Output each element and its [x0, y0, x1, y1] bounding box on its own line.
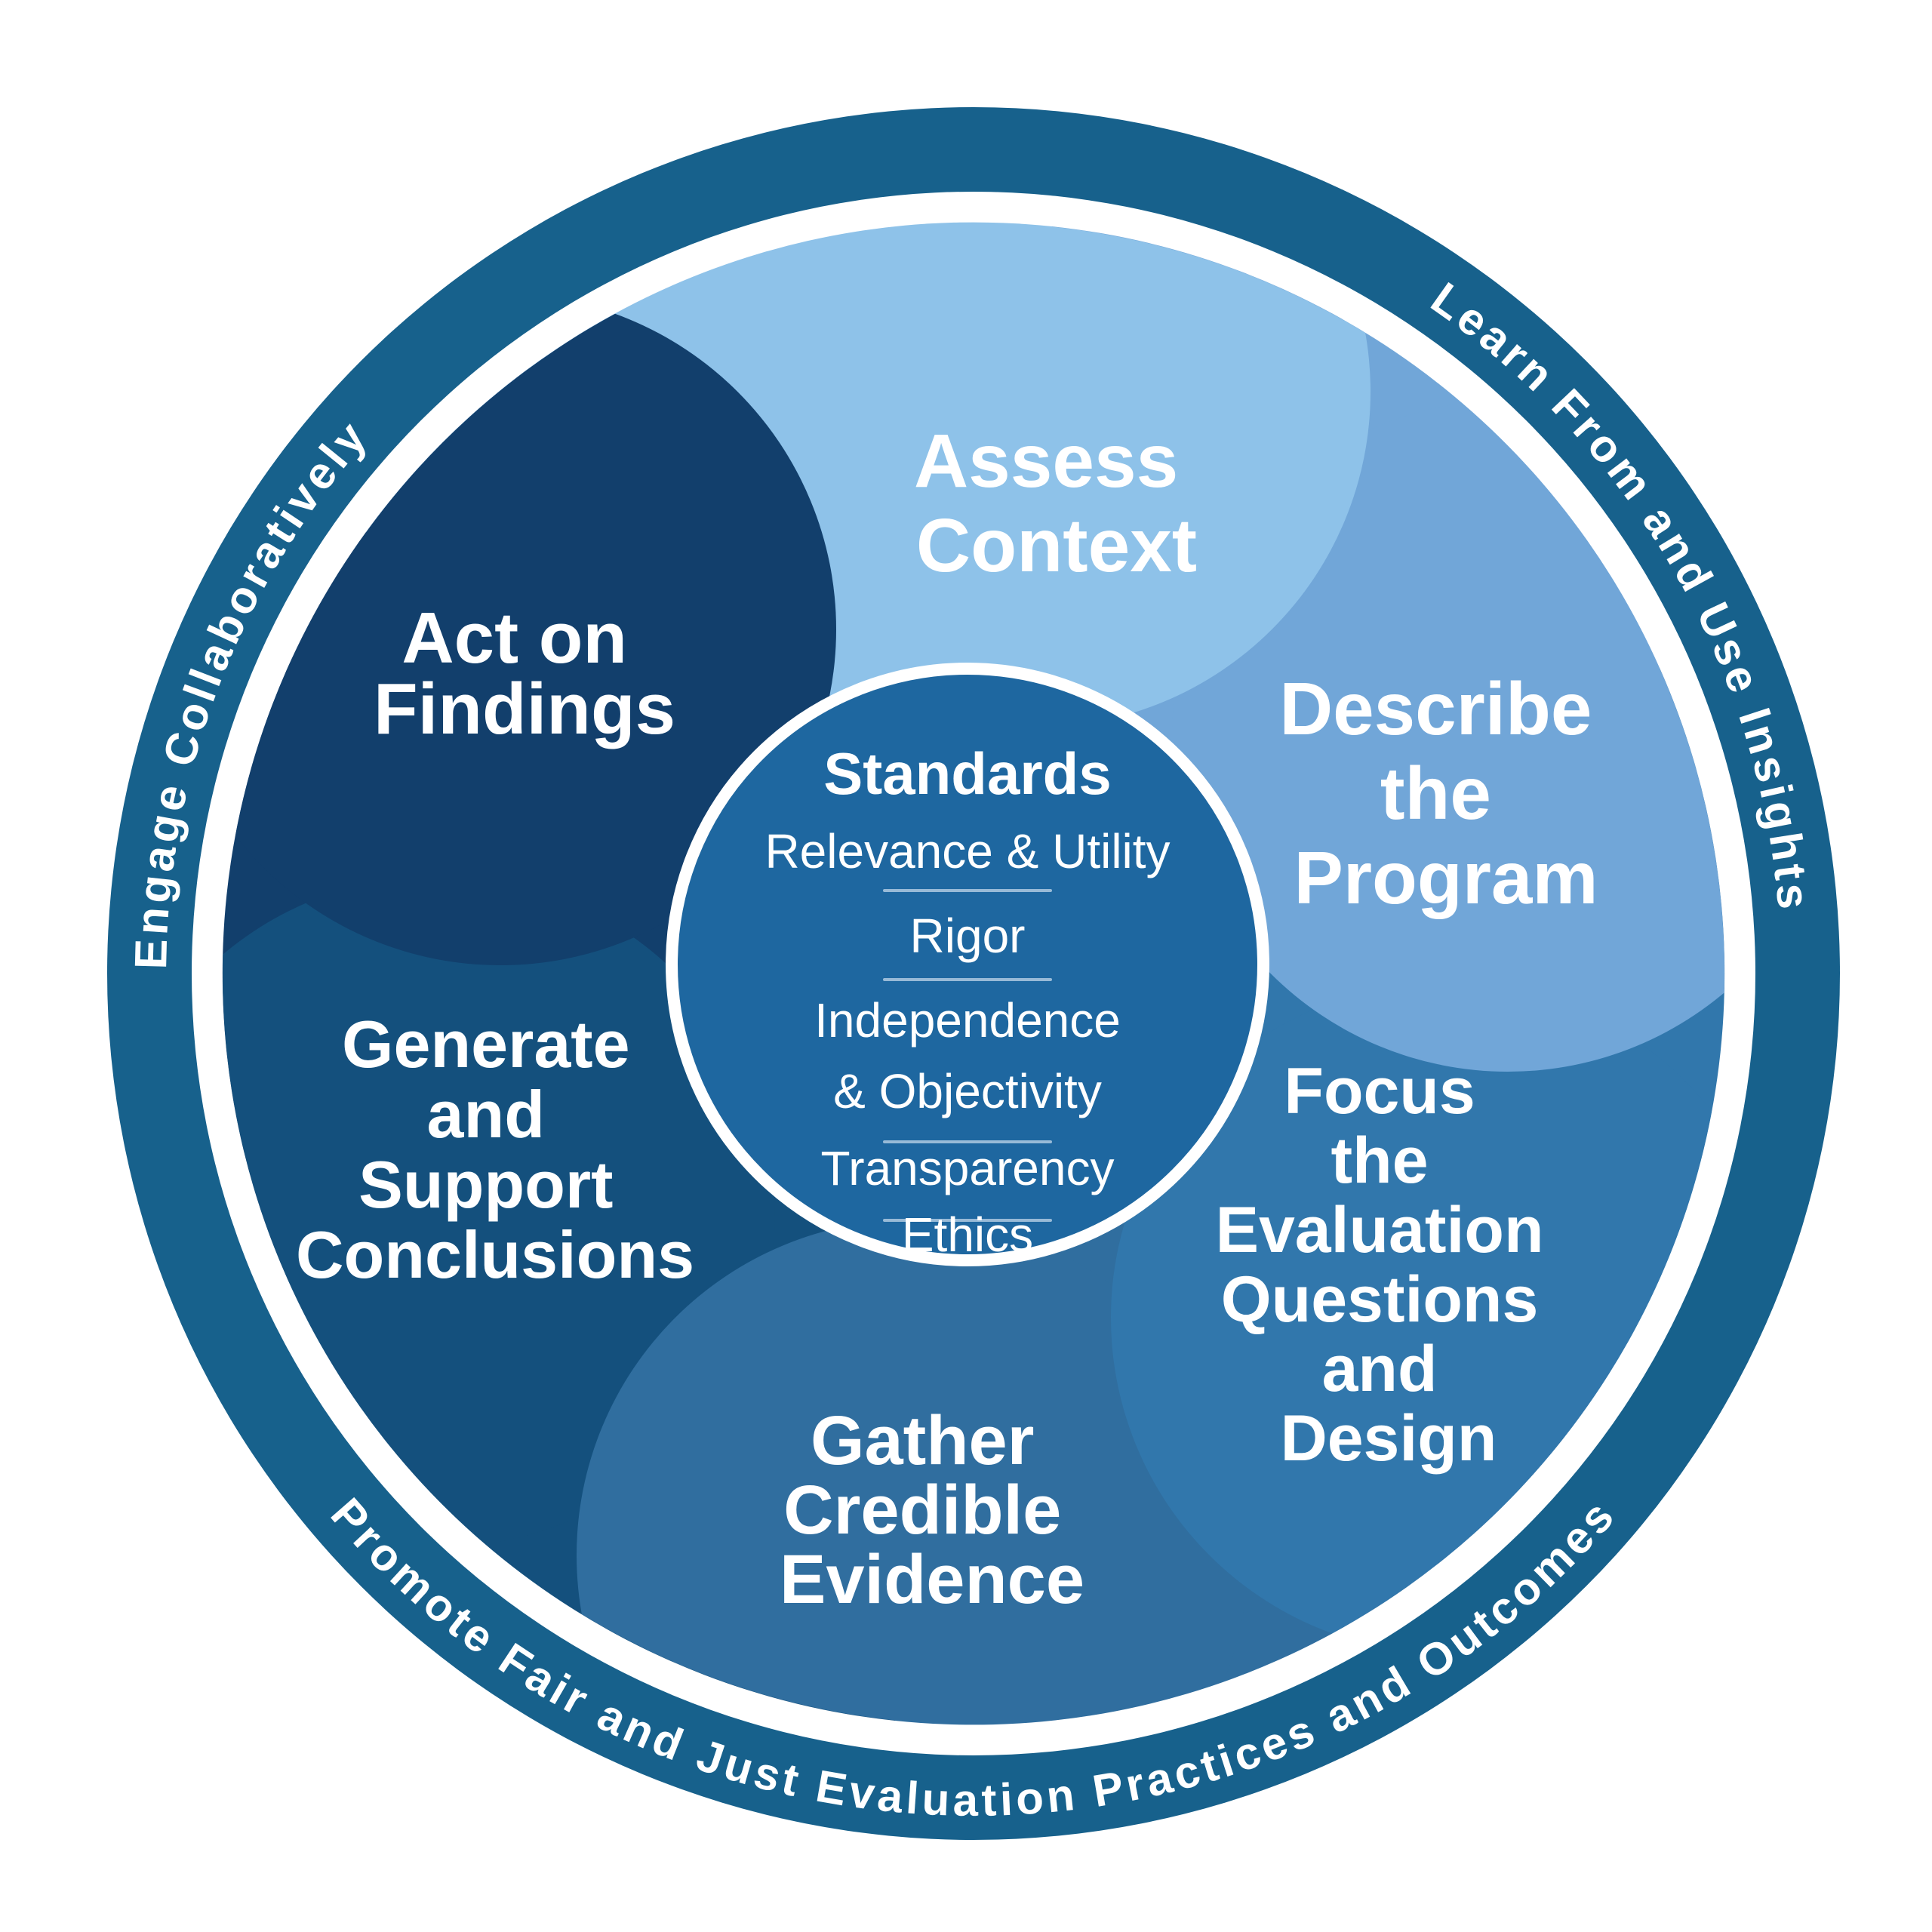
label-line: Assess: [914, 419, 1178, 503]
label-line: Generate: [342, 1007, 630, 1081]
label-line: Design: [1281, 1402, 1497, 1475]
label-line: Credible: [783, 1472, 1061, 1549]
label-line: Gather: [811, 1402, 1035, 1479]
divider: [883, 889, 1052, 892]
standard-item: Ethics: [902, 1208, 1033, 1262]
label-line: the: [1380, 752, 1491, 835]
act-on-findings-label: Act on Findings: [374, 598, 675, 749]
focus-evaluation-label: Focus the Evaluation Questions and Desig…: [1216, 1055, 1562, 1475]
label-line: Act on: [401, 598, 627, 678]
label-line: and: [427, 1077, 545, 1152]
label-line: Evidence: [780, 1541, 1084, 1618]
assess-context-label: Assess Context: [914, 419, 1199, 588]
label-line: Program: [1294, 836, 1598, 919]
standard-item: Independence: [814, 993, 1121, 1048]
describe-program-label: Describe the Program: [1279, 667, 1612, 919]
standard-item: & Objectivity: [833, 1064, 1102, 1118]
label-line: the: [1331, 1124, 1429, 1197]
standards-circle: [666, 663, 1269, 1266]
label-line: Conclusions: [296, 1217, 694, 1292]
label-line: Context: [916, 503, 1197, 588]
standard-item: Transparency: [821, 1141, 1115, 1195]
label-line: and: [1322, 1333, 1438, 1405]
label-line: Focus: [1284, 1055, 1475, 1128]
standards-title: Standards: [823, 740, 1111, 807]
gather-evidence-label: Gather Credible Evidence: [780, 1402, 1084, 1618]
label-line: Questions: [1221, 1263, 1539, 1336]
label-line: Support: [358, 1147, 613, 1222]
generate-conclusions-label: Generate and Support Conclusions: [296, 1007, 694, 1292]
divider: [883, 978, 1052, 981]
divider: [883, 1219, 1052, 1222]
label-line: Evaluation: [1216, 1194, 1544, 1266]
label-line: Findings: [374, 669, 675, 749]
standard-item: Rigor: [910, 909, 1026, 963]
divider: [883, 1140, 1052, 1143]
standard-item: Relevance & Utility: [764, 824, 1170, 878]
label-line: Describe: [1279, 667, 1592, 750]
